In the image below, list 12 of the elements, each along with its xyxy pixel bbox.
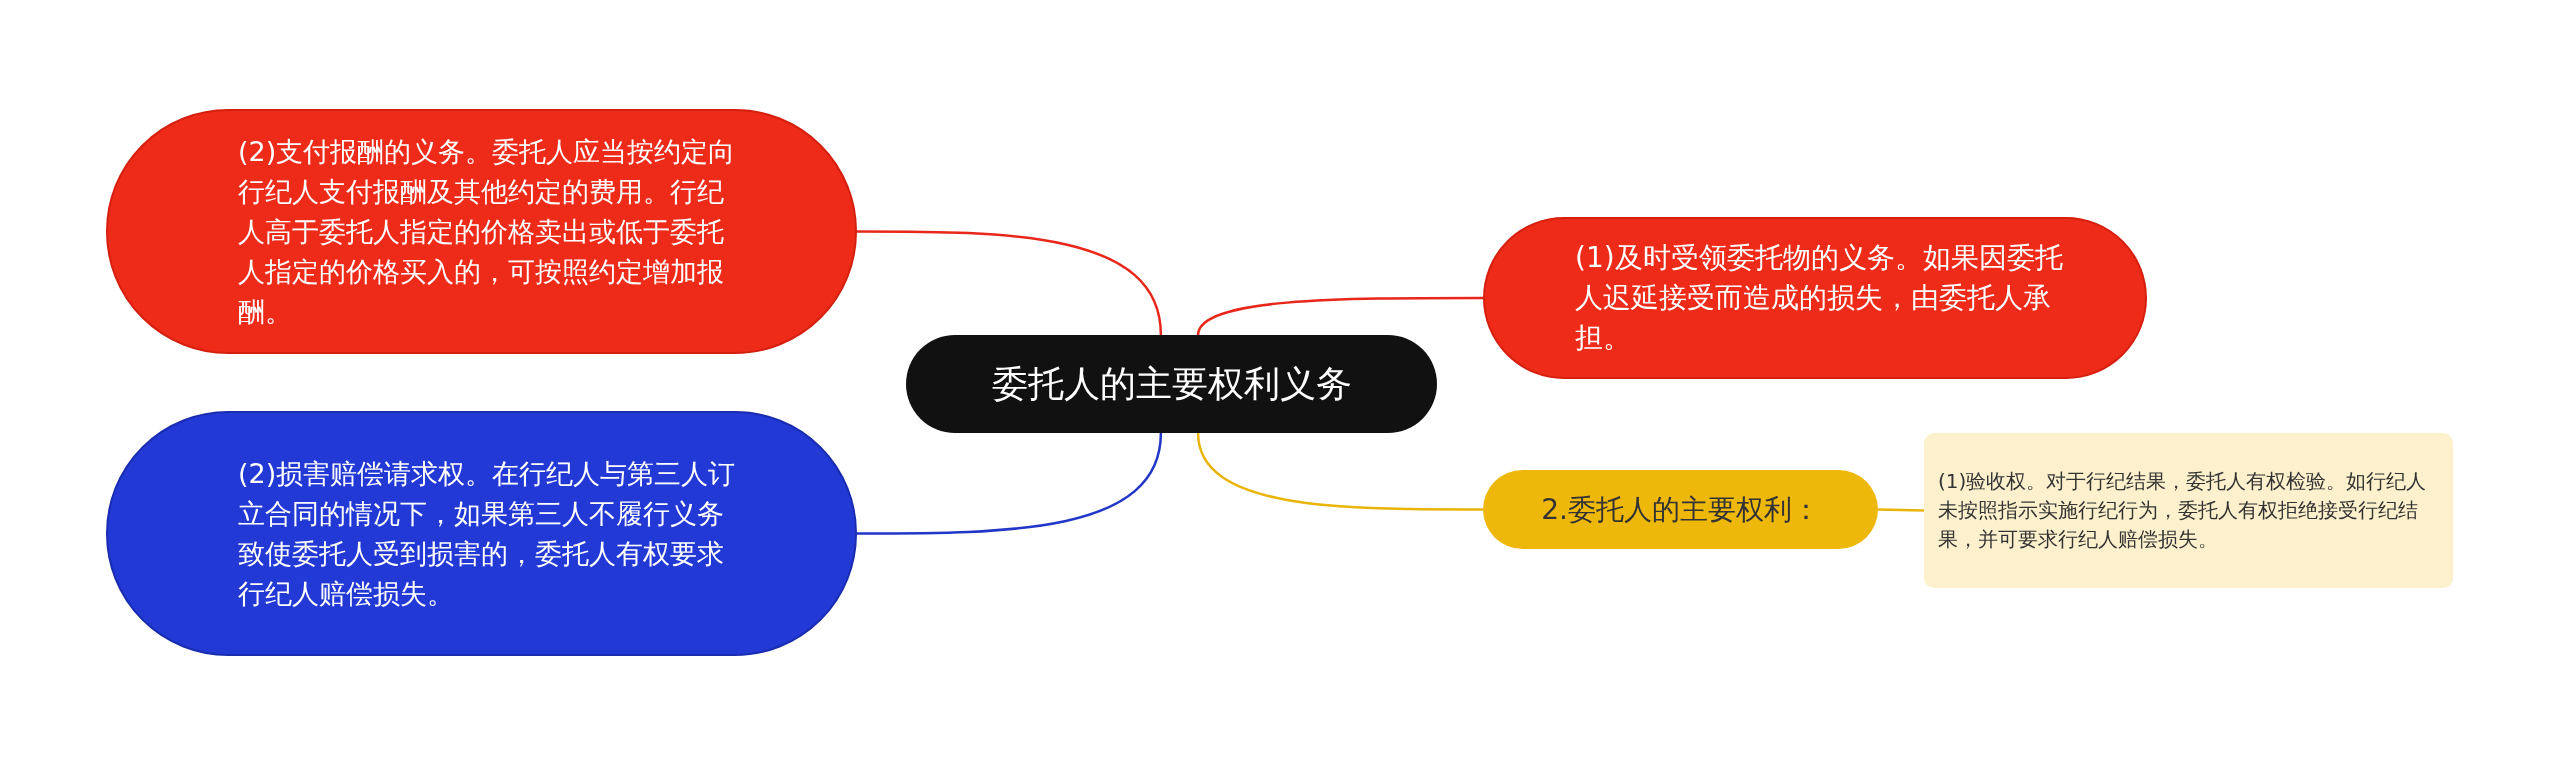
note-card xyxy=(1924,433,2453,588)
connector-line xyxy=(857,432,1163,535)
connector-line xyxy=(1877,508,1925,512)
connector-line xyxy=(857,230,1163,336)
branch-text: (1)及时受领委托物的义务。如果因委托人迟延接受而造成的损失，由委托人承担。 xyxy=(1574,240,2064,356)
connector-line xyxy=(1196,432,1483,511)
branch-text: 2.委托人的主要权利： xyxy=(1541,491,1820,528)
branch-text: (2)损害赔偿请求权。在行纪人与第三人订立合同的情况下，如果第三人不履行义务致使委托人受到损害的，委托人有权要求行纪人赔偿损失。 xyxy=(237,456,737,611)
branch-text: (2)支付报酬的义务。委托人应当按约定向行纪人支付报酬及其他约定的费用。行纪人高于委托人指定的价格卖出或低于委托人指定的价格买入的，可按照约定增加报酬。 xyxy=(237,134,737,329)
connector-line xyxy=(1196,296,1483,336)
topic-text: 委托人的主要权利义务 xyxy=(991,362,1352,406)
note-text: (1)验收权。对于行纪结果，委托人有权检验。如行纪人未按照指示实施行纪行为，委托人有权拒绝接受行纪结果，并可要求行纪人赔偿损失。 xyxy=(1937,468,2428,553)
